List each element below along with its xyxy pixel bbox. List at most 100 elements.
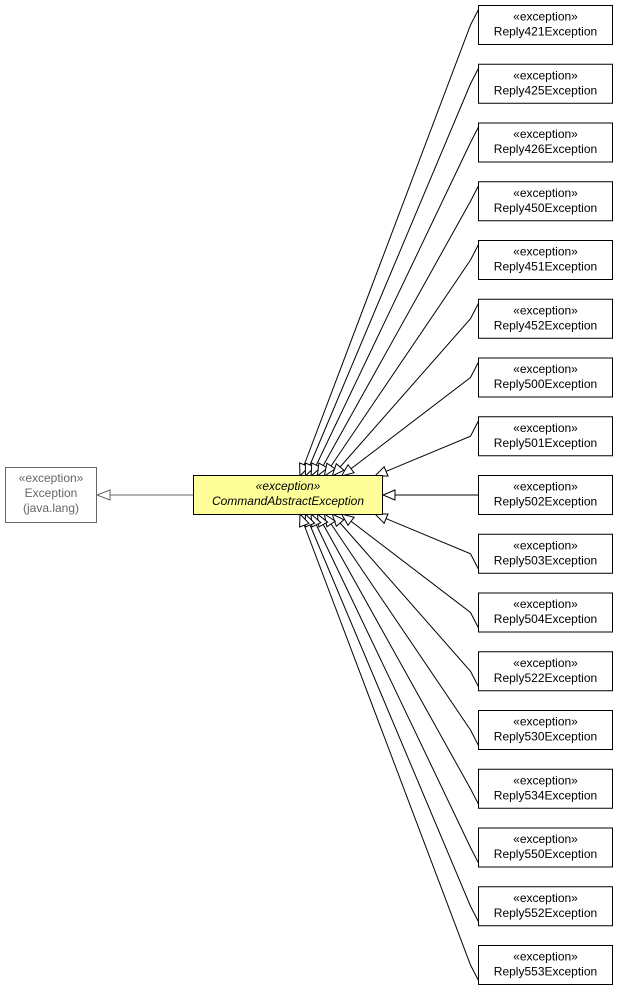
subclass-name: Reply534Exception bbox=[494, 788, 597, 802]
subclass-stereotype: «exception» bbox=[513, 773, 578, 787]
subclass-box bbox=[478, 5, 613, 45]
subclass-stereotype: «exception» bbox=[513, 656, 578, 670]
inheritance-edge bbox=[310, 126, 479, 477]
subclass-reply426exception[interactable]: «exception»Reply426Exception bbox=[478, 122, 613, 163]
base-class-box bbox=[5, 467, 97, 523]
inheritance-arrowhead bbox=[323, 462, 337, 478]
base-inheritance-arrowhead bbox=[95, 489, 111, 501]
subclass-boxes: «exception»Reply421Exception«exception»R… bbox=[478, 5, 613, 985]
subclass-box bbox=[478, 768, 613, 809]
base-class-package: (java.lang) bbox=[23, 501, 79, 515]
subclass-reply421exception[interactable]: «exception»Reply421Exception bbox=[478, 5, 613, 45]
inheritance-edges bbox=[95, 9, 479, 981]
subclass-name: Reply522Exception bbox=[494, 671, 597, 685]
inheritance-arrowhead bbox=[316, 462, 329, 478]
subclass-box bbox=[478, 416, 613, 457]
subclass-name: Reply425Exception bbox=[494, 83, 597, 97]
subclass-name: Reply500Exception bbox=[494, 377, 597, 391]
subclass-box bbox=[478, 592, 613, 633]
subclass-reply552exception[interactable]: «exception»Reply552Exception bbox=[478, 886, 613, 927]
subclass-name: Reply553Exception bbox=[494, 965, 597, 979]
subclass-box bbox=[478, 240, 613, 280]
subclass-stereotype: «exception» bbox=[513, 245, 578, 259]
inheritance-arrowhead bbox=[373, 513, 389, 525]
subclass-reply530exception[interactable]: «exception»Reply530Exception bbox=[478, 710, 613, 750]
inheritance-edge bbox=[310, 513, 479, 864]
subclass-name: Reply504Exception bbox=[494, 612, 597, 626]
inheritance-edge bbox=[374, 513, 479, 570]
subclass-box bbox=[478, 710, 613, 750]
subclass-reply553exception[interactable]: «exception»Reply553Exception bbox=[478, 945, 613, 985]
inheritance-edge bbox=[304, 513, 479, 922]
subclass-reply503exception[interactable]: «exception»Reply503Exception bbox=[478, 533, 613, 574]
subclass-reply504exception[interactable]: «exception»Reply504Exception bbox=[478, 592, 613, 633]
inheritance-arrowhead bbox=[340, 463, 355, 477]
subclass-stereotype: «exception» bbox=[513, 480, 578, 494]
subclass-box bbox=[478, 533, 613, 574]
subclass-name: Reply550Exception bbox=[494, 847, 597, 861]
subclass-box bbox=[478, 63, 613, 104]
subclass-box bbox=[478, 475, 613, 515]
subclass-name: Reply501Exception bbox=[494, 436, 597, 450]
main-class-command-abstract-exception[interactable]: «exception» CommandAbstractException bbox=[193, 475, 383, 515]
inheritance-edge bbox=[323, 244, 479, 477]
subclass-name: Reply421Exception bbox=[494, 25, 597, 39]
subclass-stereotype: «exception» bbox=[513, 950, 578, 964]
inheritance-edge bbox=[331, 513, 479, 687]
subclass-reply534exception[interactable]: «exception»Reply534Exception bbox=[478, 768, 613, 809]
base-class-exception[interactable]: «exception» Exception (java.lang) bbox=[5, 467, 97, 523]
subclass-stereotype: «exception» bbox=[513, 715, 578, 729]
subclass-stereotype: «exception» bbox=[513, 186, 578, 200]
inheritance-edge bbox=[331, 303, 479, 477]
inheritance-arrowhead bbox=[340, 513, 355, 527]
subclass-stereotype: «exception» bbox=[513, 538, 578, 552]
inheritance-edge bbox=[316, 513, 479, 805]
subclass-stereotype: «exception» bbox=[513, 10, 578, 24]
subclass-stereotype: «exception» bbox=[513, 597, 578, 611]
inheritance-edge bbox=[299, 513, 479, 981]
subclass-name: Reply451Exception bbox=[494, 260, 597, 274]
subclass-reply451exception[interactable]: «exception»Reply451Exception bbox=[478, 240, 613, 280]
inheritance-arrowhead bbox=[381, 489, 396, 501]
inheritance-edge bbox=[341, 361, 479, 477]
subclass-name: Reply503Exception bbox=[494, 553, 597, 567]
subclass-box bbox=[478, 181, 613, 222]
subclass-name: Reply426Exception bbox=[494, 142, 597, 156]
subclass-reply501exception[interactable]: «exception»Reply501Exception bbox=[478, 416, 613, 457]
main-class-box bbox=[193, 475, 383, 515]
subclass-name: Reply450Exception bbox=[494, 201, 597, 215]
subclass-name: Reply552Exception bbox=[494, 906, 597, 920]
base-class-name: Exception bbox=[25, 486, 78, 500]
subclass-name: Reply452Exception bbox=[494, 318, 597, 332]
subclass-name: Reply502Exception bbox=[494, 495, 597, 509]
subclass-box bbox=[478, 122, 613, 163]
inheritance-arrowhead bbox=[299, 512, 310, 528]
subclass-reply500exception[interactable]: «exception»Reply500Exception bbox=[478, 357, 613, 398]
subclass-box bbox=[478, 357, 613, 398]
subclass-name: Reply530Exception bbox=[494, 730, 597, 744]
main-class-stereotype: «exception» bbox=[256, 479, 321, 493]
subclass-reply452exception[interactable]: «exception»Reply452Exception bbox=[478, 298, 613, 339]
inheritance-edge bbox=[341, 513, 479, 629]
subclass-box bbox=[478, 886, 613, 927]
inheritance-edge bbox=[316, 185, 479, 477]
subclass-reply522exception[interactable]: «exception»Reply522Exception bbox=[478, 651, 613, 692]
subclass-stereotype: «exception» bbox=[513, 891, 578, 905]
subclass-reply502exception[interactable]: «exception»Reply502Exception bbox=[478, 475, 613, 515]
inheritance-edge bbox=[299, 9, 479, 477]
subclass-box bbox=[478, 827, 613, 868]
subclass-stereotype: «exception» bbox=[513, 303, 578, 317]
subclass-stereotype: «exception» bbox=[513, 362, 578, 376]
inheritance-edge bbox=[374, 420, 479, 477]
subclass-reply550exception[interactable]: «exception»Reply550Exception bbox=[478, 827, 613, 868]
inheritance-arrowhead bbox=[373, 465, 389, 477]
subclass-stereotype: «exception» bbox=[513, 68, 578, 82]
subclass-reply425exception[interactable]: «exception»Reply425Exception bbox=[478, 63, 613, 104]
main-class-name: CommandAbstractException bbox=[212, 494, 364, 508]
subclass-box bbox=[478, 651, 613, 692]
subclass-stereotype: «exception» bbox=[513, 421, 578, 435]
subclass-reply450exception[interactable]: «exception»Reply450Exception bbox=[478, 181, 613, 222]
subclass-box bbox=[478, 945, 613, 985]
base-class-stereotype: «exception» bbox=[19, 471, 84, 485]
